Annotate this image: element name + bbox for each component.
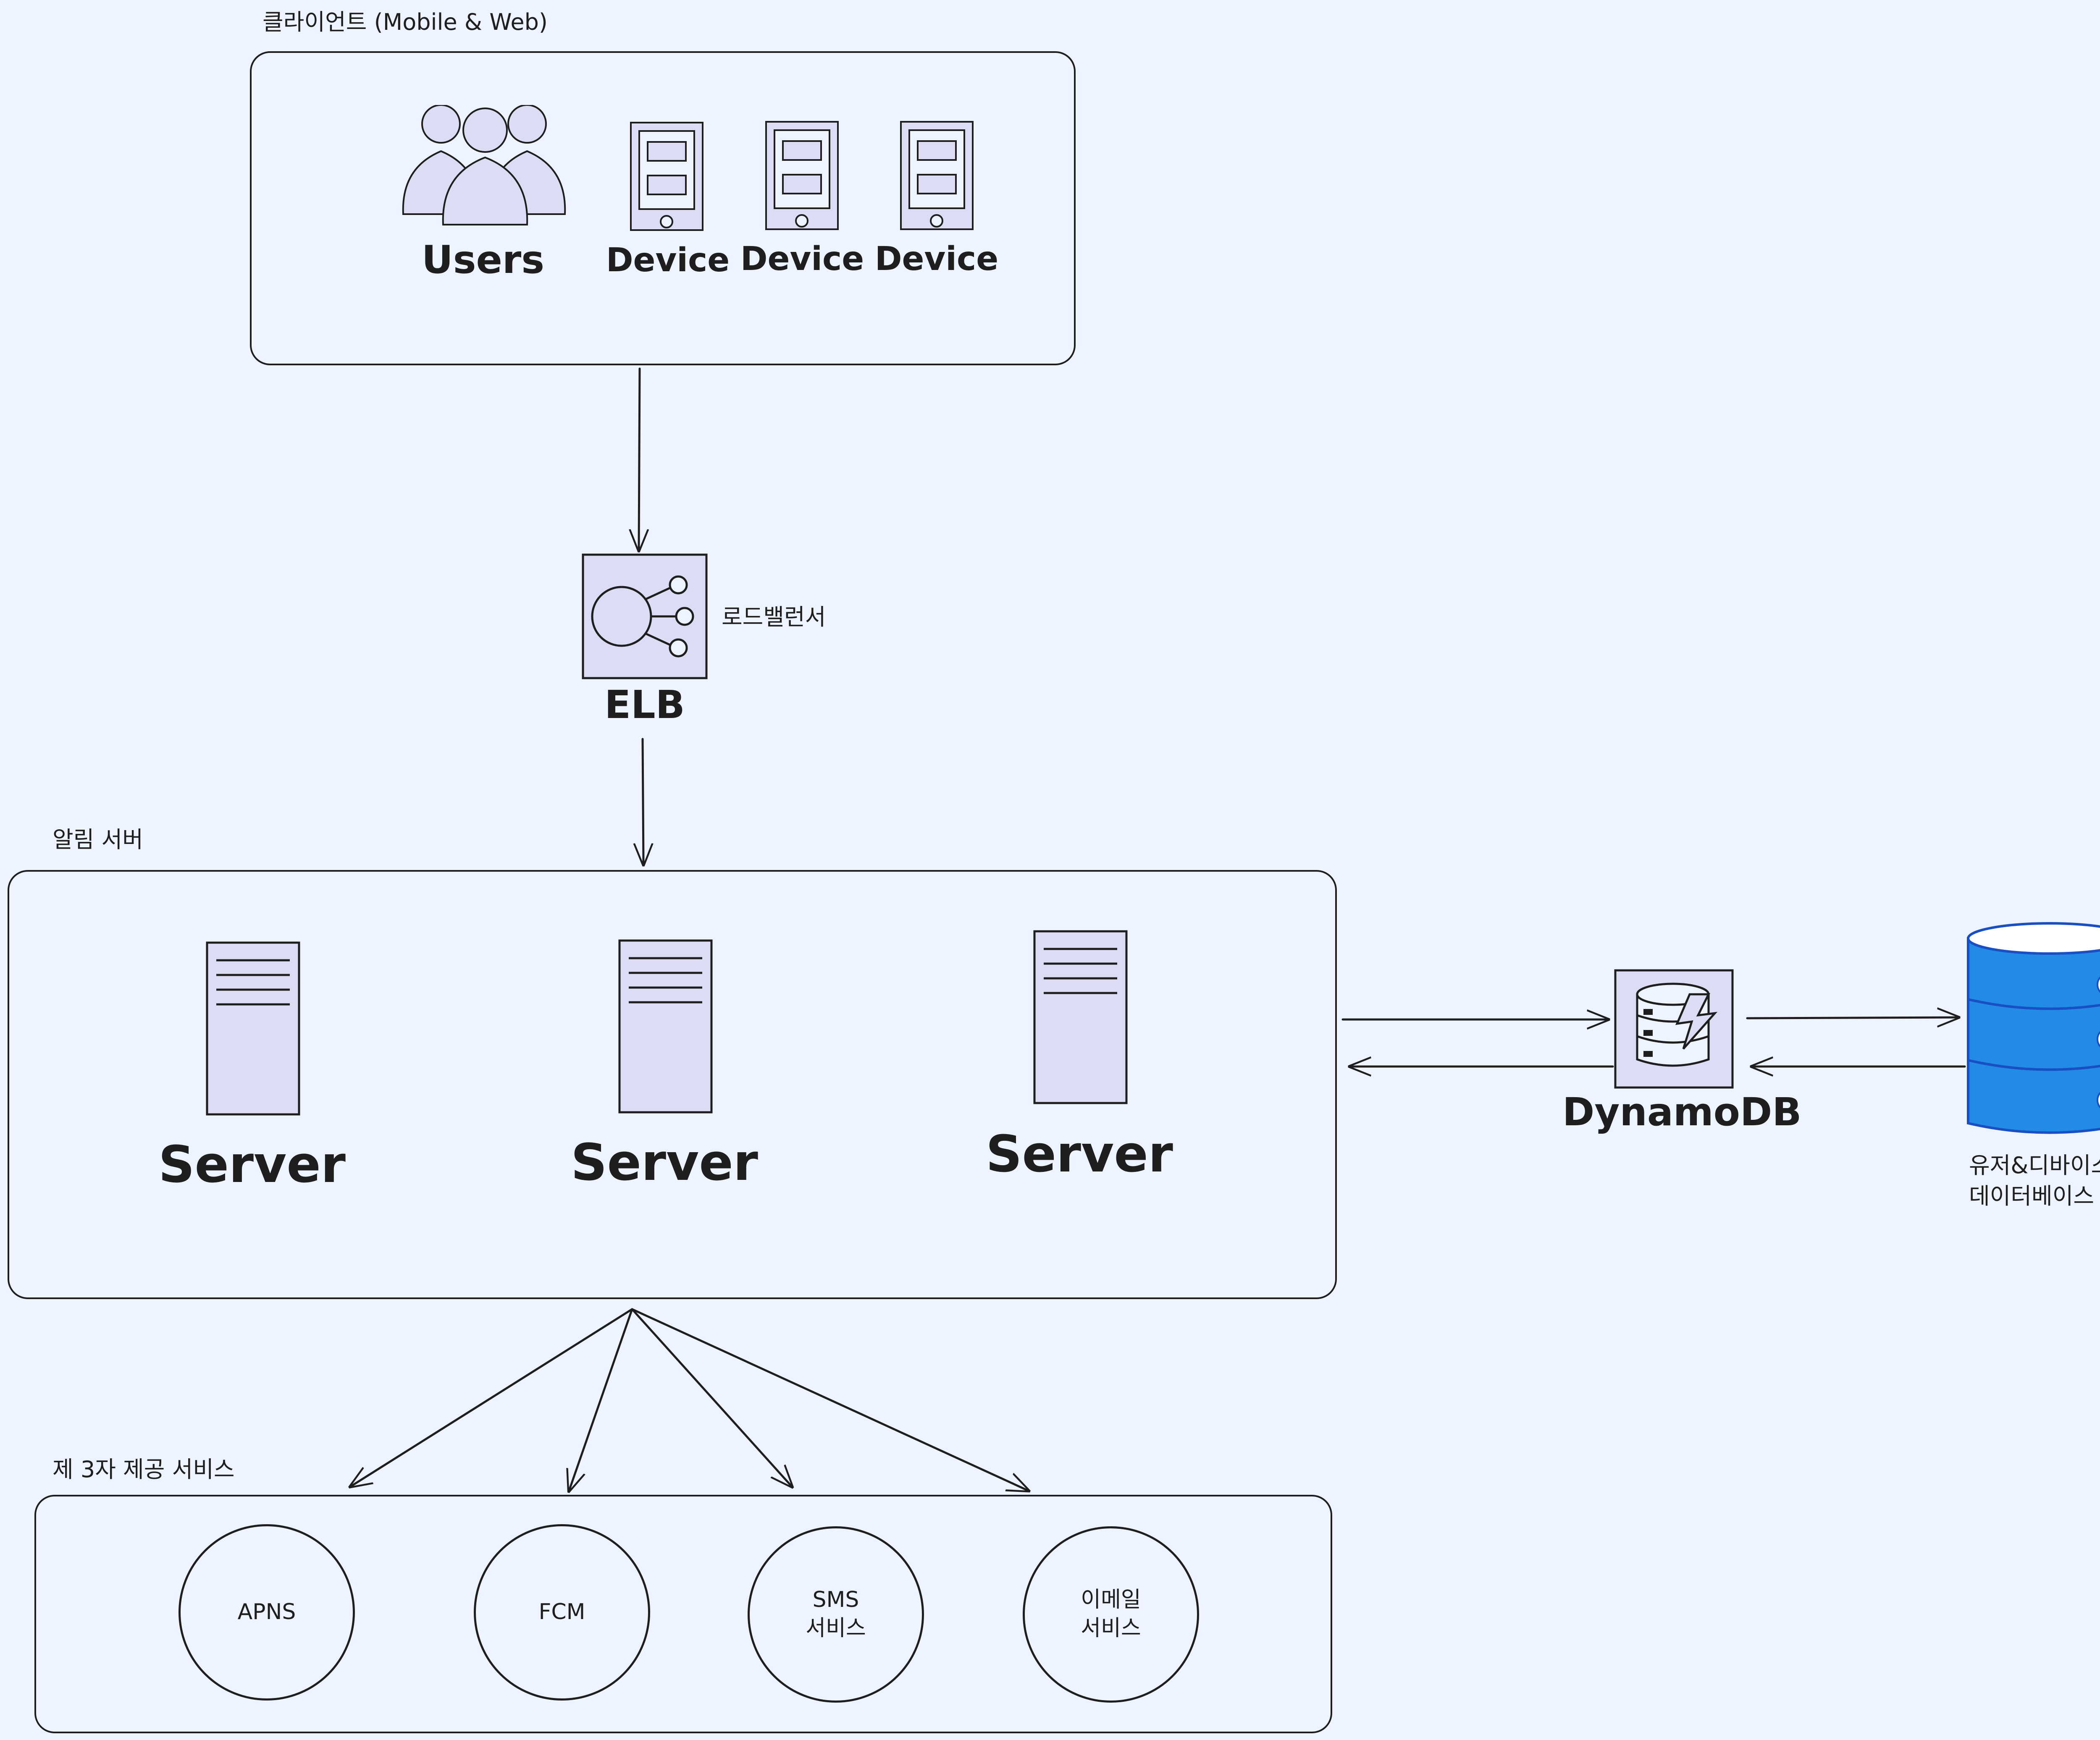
device-icon [900,121,974,230]
database-caption: 유저&디바이스 정보 데이터베이스 [1969,1150,2100,1212]
dynamodb-icon [1614,969,1734,1089]
client-group-box [250,51,1076,365]
load-balancer-icon [582,553,708,679]
apns-service: APNS [178,1524,355,1701]
device-label: Device [740,240,864,278]
arrow-servers-to-sms [631,1308,792,1486]
arrow-clients-to-elb [639,367,640,550]
fcm-service: FCM [474,1524,650,1701]
sms-service: SMS 서비스 [748,1526,924,1703]
users-icon [402,105,566,225]
fcm-label: FCM [538,1599,585,1625]
notification-server-group-title: 알림 서버 [52,826,143,853]
load-balancer-caption: 로드밸런서 [722,604,826,630]
arrow-servers-to-fcm [569,1308,633,1491]
server-icon [1033,930,1128,1104]
arrow-dynamodb-to-database [1746,1017,1958,1018]
server-label: Server [571,1134,758,1192]
device-label: Device [606,241,730,279]
arrow-servers-to-apns [351,1308,633,1486]
server-label: Server [158,1136,346,1194]
server-label: Server [986,1125,1173,1184]
database-caption-line2: 데이터베이스 [1969,1182,2095,1209]
device-icon [630,122,704,231]
database-icon [1967,922,2100,1134]
database-caption-line1: 유저&디바이스 정보 [1969,1152,2100,1179]
load-balancer-label: ELB [604,682,685,727]
sms-label: SMS 서비스 [806,1586,866,1643]
third-party-group-title: 제 3자 제공 서비스 [52,1456,235,1483]
sms-label-line1: SMS [812,1587,859,1613]
client-group-title: 클라이언트 (Mobile & Web) [262,9,548,35]
apns-label: APNS [237,1599,296,1625]
email-service: 이메일 서비스 [1023,1526,1199,1703]
server-icon [618,939,713,1114]
email-label-line2: 서비스 [1081,1616,1141,1641]
users-label: Users [422,237,544,282]
device-icon [765,121,839,230]
device-label: Device [874,240,999,278]
dynamodb-label: DynamoDB [1562,1090,1802,1135]
notification-server-group-box [8,870,1337,1299]
third-party-group-box [34,1495,1332,1733]
email-label-line1: 이메일 [1081,1587,1141,1613]
arrow-servers-to-email [631,1308,1028,1491]
sms-label-line2: 서비스 [806,1616,866,1641]
server-icon [206,941,300,1116]
email-label: 이메일 서비스 [1081,1586,1141,1643]
